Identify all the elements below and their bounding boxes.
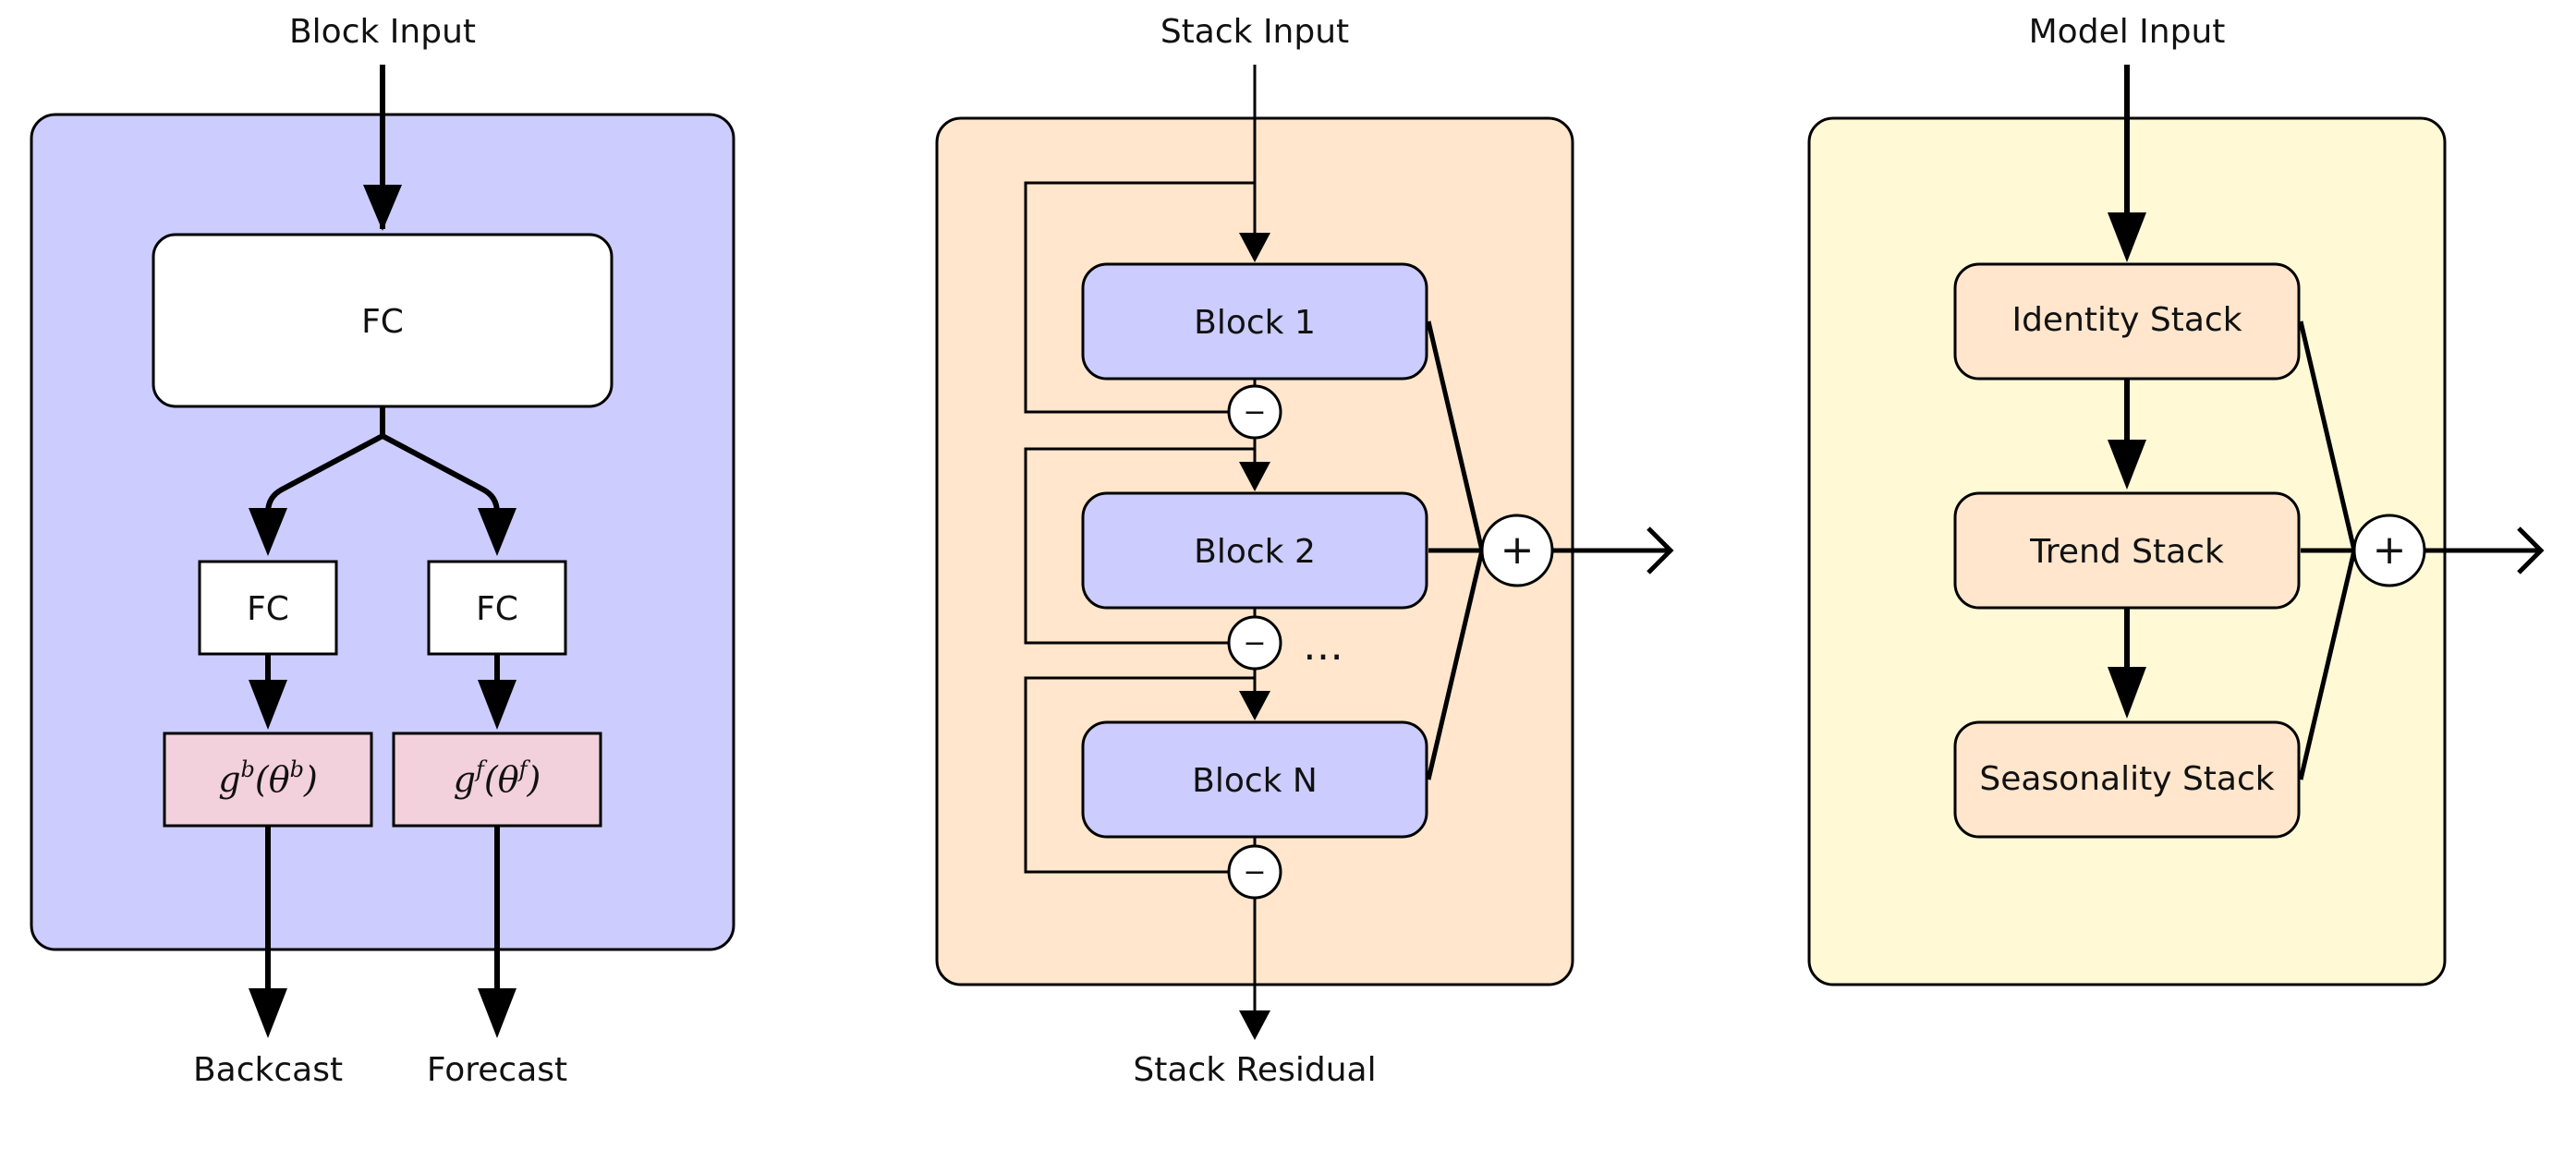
fc-right-to-basis-arrowhead: [478, 680, 516, 730]
model-input-label: Model Input: [2029, 13, 2226, 51]
block-2-label: Block 2: [1194, 533, 1316, 571]
fc-left-arrowhead: [249, 508, 287, 556]
fc-left-label: FC: [247, 590, 289, 628]
block-2-input-arrowhead: [1239, 462, 1270, 491]
stack-panel: Stack Input Block 1 − Block 2 − …: [935, 13, 1674, 1089]
block-1-input-arrowhead: [1239, 233, 1270, 262]
stack-forecast-collector: [2298, 321, 2357, 780]
model-sum-symbol: +: [2373, 526, 2407, 574]
stack-residual-label: Stack Residual: [1133, 1051, 1376, 1089]
model-panel: Model Input Identity Stack Trend Stack S…: [1807, 13, 2545, 986]
stack-residual-arrowhead: [1239, 1010, 1270, 1040]
basis-forecast-label: gf(θf): [454, 756, 541, 800]
model-input-arrowhead: [2108, 212, 2146, 262]
stack-forecast-output-arrow: [1552, 526, 1674, 574]
fc-right-arrowhead: [478, 508, 516, 556]
basis-backcast-label: gb(θb): [218, 756, 318, 800]
block-panel: Block Input FC FC FC gb(θb) gf(θf) Backc…: [30, 13, 735, 1089]
trend-to-seasonality-arrowhead: [2108, 667, 2146, 719]
stack-input-label: Stack Input: [1160, 13, 1349, 51]
fc-main-label: FC: [361, 303, 404, 341]
fc-left-box: [198, 560, 338, 656]
seasonality-stack-label: Seasonality Stack: [1979, 760, 2274, 798]
seasonality-stack-box: [1953, 720, 2301, 839]
stack-sum-symbol: +: [1501, 526, 1535, 574]
block-input-arrowhead: [363, 185, 402, 231]
model-forecast-output-arrow: [2424, 526, 2545, 574]
minus-node-1-symbol: −: [1243, 396, 1266, 429]
ellipsis-more-blocks: …: [1303, 623, 1343, 670]
fc-left-to-basis-arrowhead: [249, 680, 287, 730]
fc-right-box: [427, 560, 567, 656]
minus-node-2-symbol: −: [1243, 627, 1266, 659]
block-n-input-arrowhead: [1239, 691, 1270, 720]
block-input-label: Block Input: [289, 13, 476, 51]
minus-node-3-symbol: −: [1243, 856, 1266, 889]
backcast-label: Backcast: [193, 1051, 343, 1089]
block-n-label: Block N: [1192, 762, 1318, 800]
identity-stack-label: Identity Stack: [2011, 301, 2242, 339]
skip-connection-1: [1024, 181, 1255, 414]
forecast-arrowhead: [478, 988, 516, 1038]
forecast-label: Forecast: [427, 1051, 567, 1089]
skip-connection-2: [1024, 447, 1255, 645]
identity-to-trend-arrowhead: [2108, 440, 2146, 490]
block-forecast-collector: [1426, 321, 1485, 780]
block-1-label: Block 1: [1194, 304, 1316, 342]
trend-stack-label: Trend Stack: [2029, 533, 2224, 571]
fc-right-label: FC: [476, 590, 518, 628]
skip-connection-3: [1024, 676, 1255, 874]
backcast-arrowhead: [249, 988, 287, 1038]
